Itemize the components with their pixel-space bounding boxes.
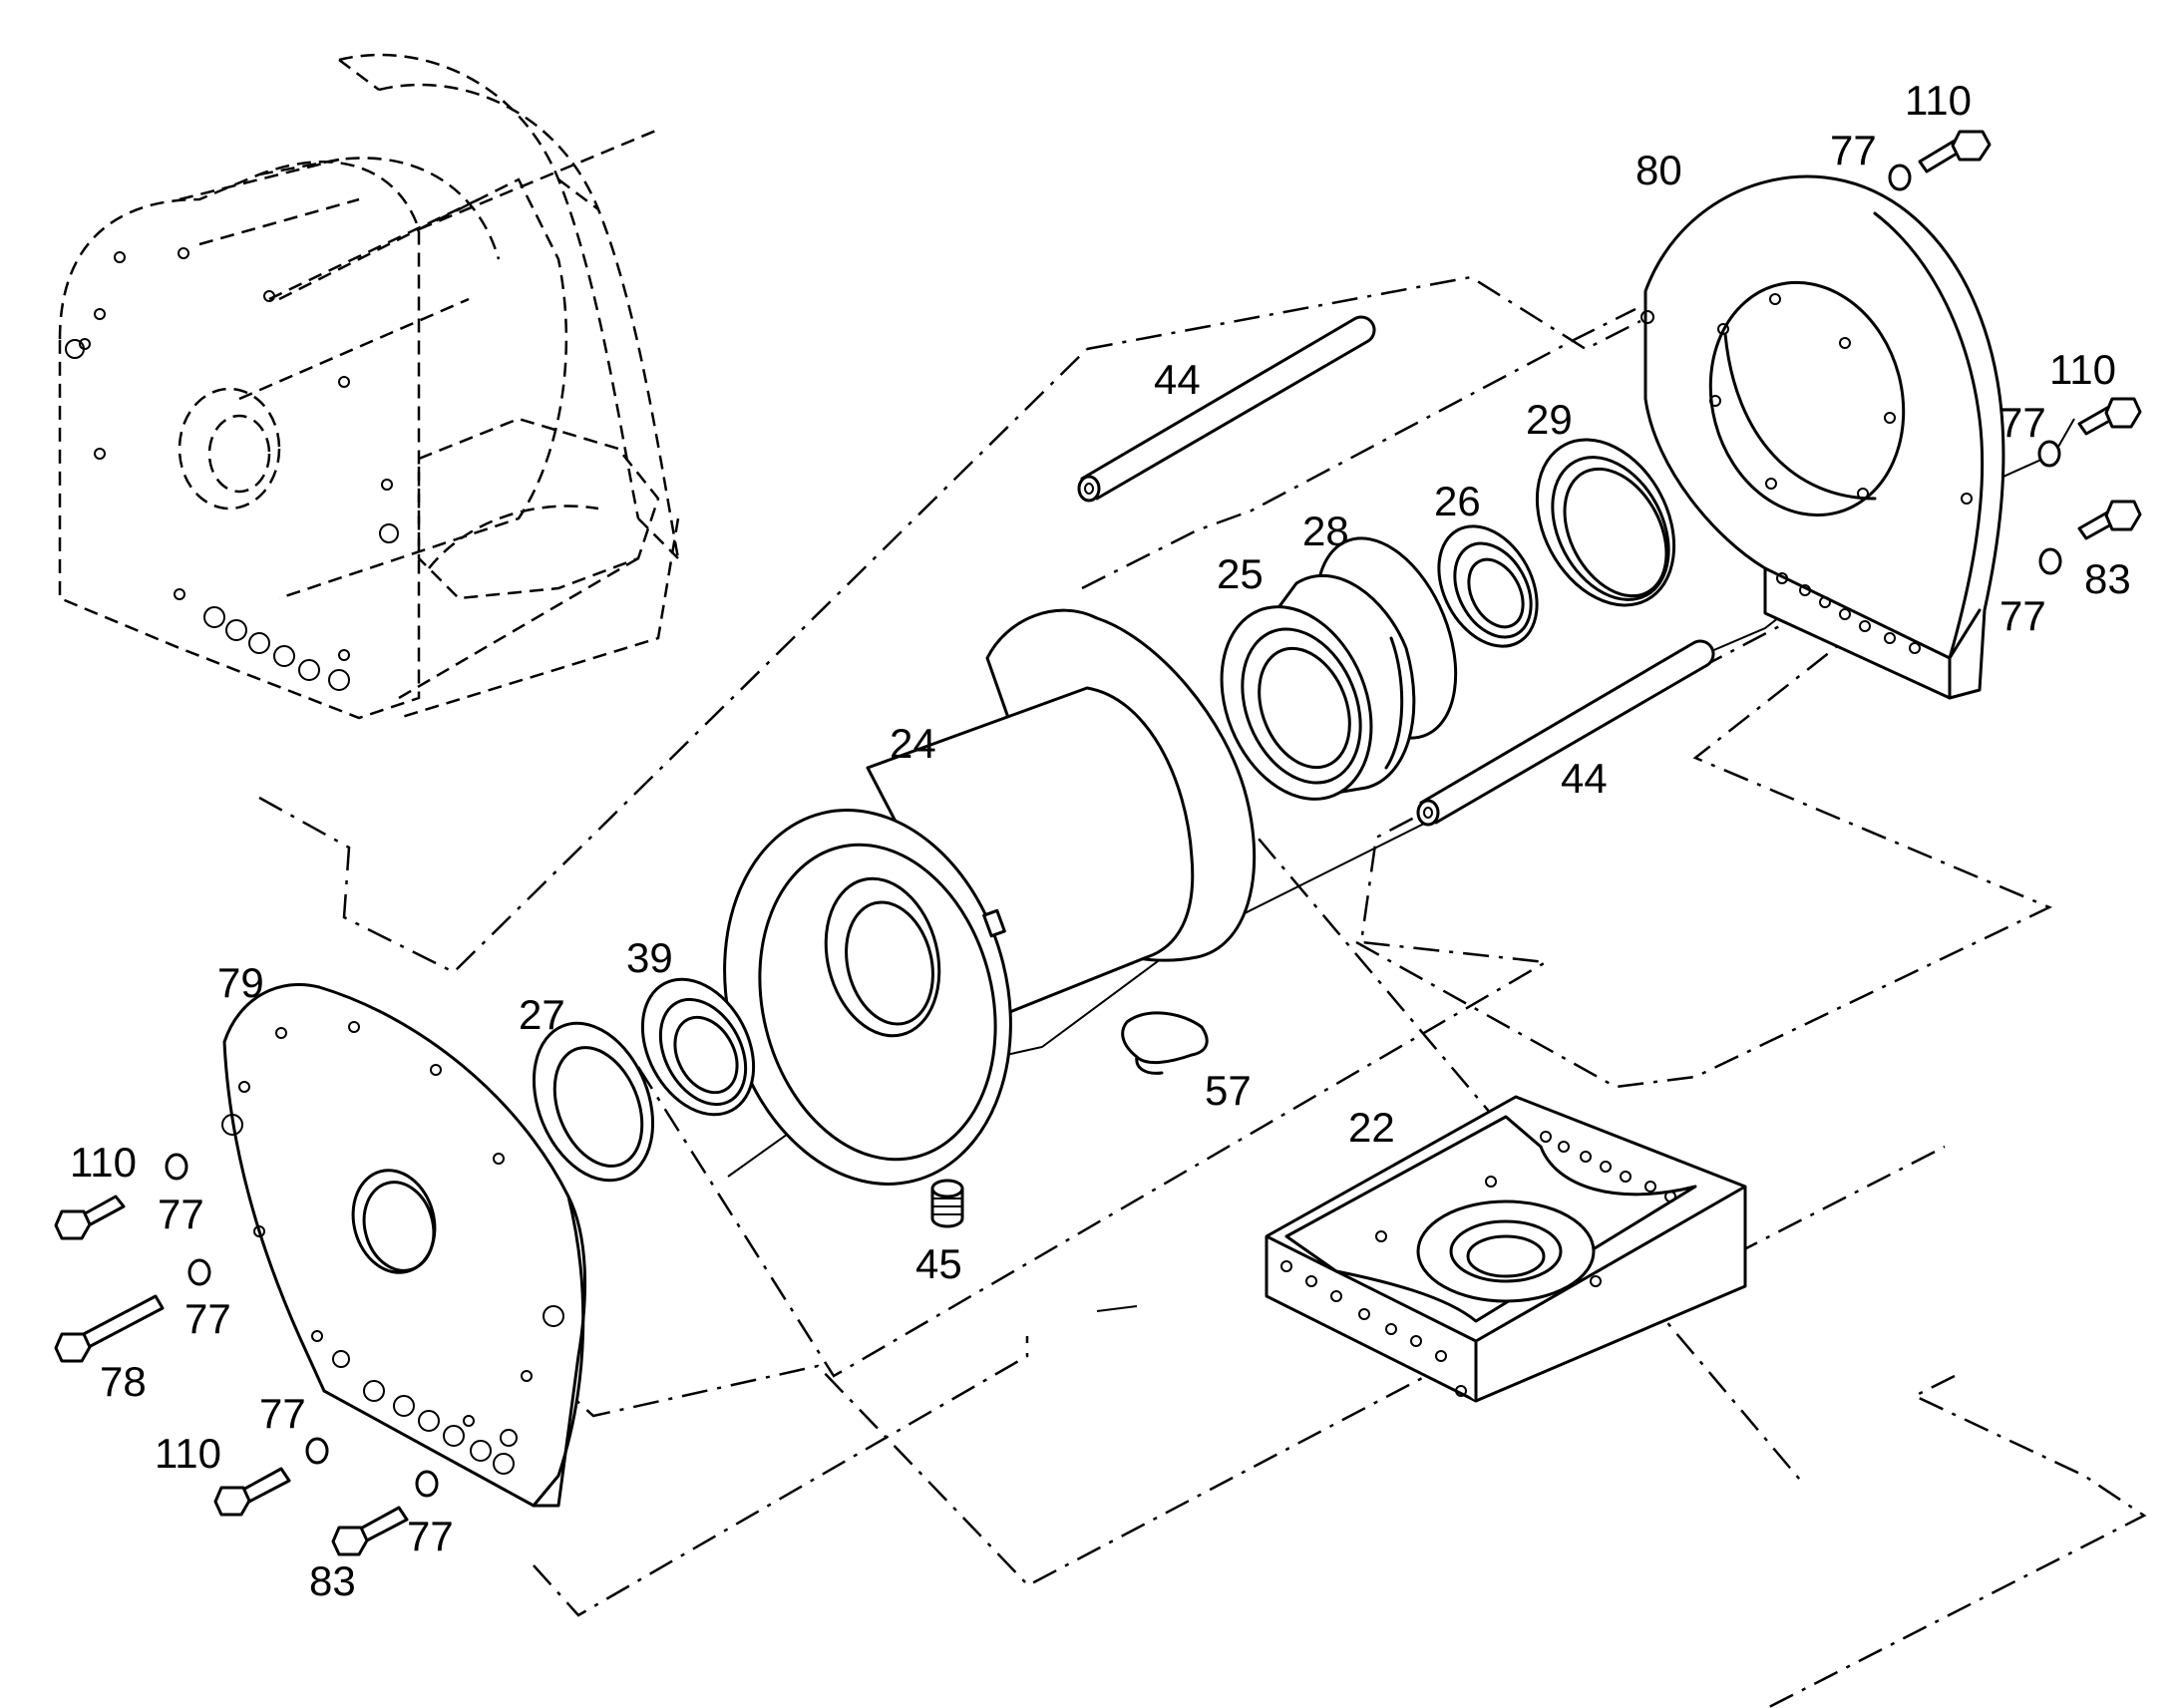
washer-77-left-bottom [415, 1470, 439, 1498]
callout-78: 78 [100, 1358, 147, 1405]
callout-77-left-mid: 77 [184, 1295, 231, 1342]
bolt-78-left [54, 1294, 165, 1363]
bolt-110-right-top [1918, 130, 1992, 173]
part-45-plug [930, 1179, 964, 1228]
bolt-110-left-top [54, 1195, 126, 1240]
callout-77-right-mid: 77 [1999, 399, 2046, 446]
callout-22: 22 [1348, 1104, 1395, 1151]
bolt-83-left [331, 1506, 409, 1556]
bolt-110-left-bottom [213, 1467, 291, 1517]
part-26-bearing-right [1437, 524, 1539, 648]
bolt-110-right-mid [2077, 397, 2142, 436]
washer-77-right-low [2038, 547, 2062, 575]
washer-77-right-mid [2037, 440, 2061, 468]
callout-77-right-low: 77 [1999, 592, 2046, 639]
part-79-left-side-plate [221, 982, 587, 1508]
callout-25: 25 [1217, 550, 1264, 597]
callout-labels: 110 77 80 44 29 110 77 28 26 25 83 77 44… [70, 77, 2131, 1604]
part-44-lower-spacer-rod [1416, 639, 1715, 827]
callout-44-lower: 44 [1561, 755, 1608, 802]
part-27-seal-ring [532, 1021, 655, 1183]
callout-28: 28 [1302, 508, 1349, 554]
callout-79: 79 [217, 959, 264, 1006]
callout-110-right-mid: 110 [2049, 346, 2116, 393]
part-44-upper-spacer-rod [1077, 315, 1376, 503]
callout-77-left-low: 77 [259, 1390, 306, 1437]
callout-77-left-bottom: 77 [407, 1513, 454, 1559]
callout-83-left: 83 [309, 1557, 356, 1604]
callout-24: 24 [890, 720, 936, 767]
part-25-hub [1220, 573, 1416, 801]
callout-39: 39 [626, 934, 673, 981]
part-80-right-side-plate [1640, 174, 2005, 700]
left-plate-holes [221, 1021, 564, 1475]
fasteners-right-plate [1888, 130, 2142, 575]
part-24-drum [723, 608, 1257, 1186]
callout-77-left-top: 77 [158, 1191, 204, 1237]
part-22-base [1265, 1095, 1747, 1403]
part-39-bearing-left [640, 977, 756, 1117]
callout-80: 80 [1635, 147, 1682, 193]
callout-44-upper: 44 [1154, 356, 1201, 403]
assembled-winch-reference-view [58, 53, 680, 720]
callout-110-left-bottom: 110 [155, 1430, 221, 1477]
base-holes [1280, 1131, 1676, 1397]
callout-29: 29 [1526, 396, 1573, 443]
fasteners-left-plate [54, 1153, 439, 1556]
washer-77-right-top [1888, 164, 1912, 191]
washer-77-left-low [305, 1437, 329, 1465]
assembled-frame-holes [65, 247, 399, 691]
callout-77-right-top: 77 [1830, 127, 1877, 173]
bolt-83-right [2077, 500, 2142, 540]
part-29-seal-ring [1535, 438, 1676, 607]
callout-110-right-top: 110 [1905, 77, 1972, 124]
washer-77-left-top [165, 1153, 188, 1181]
callout-26: 26 [1434, 478, 1481, 524]
callout-57: 57 [1205, 1067, 1252, 1114]
callout-27: 27 [519, 991, 565, 1038]
callout-83-right: 83 [2084, 555, 2131, 602]
callout-45: 45 [915, 1240, 962, 1287]
part-57-key [1121, 1011, 1209, 1075]
washer-77-left-mid [187, 1258, 211, 1286]
right-plate-holes [1640, 293, 1973, 654]
callout-110-left-top: 110 [70, 1139, 137, 1186]
